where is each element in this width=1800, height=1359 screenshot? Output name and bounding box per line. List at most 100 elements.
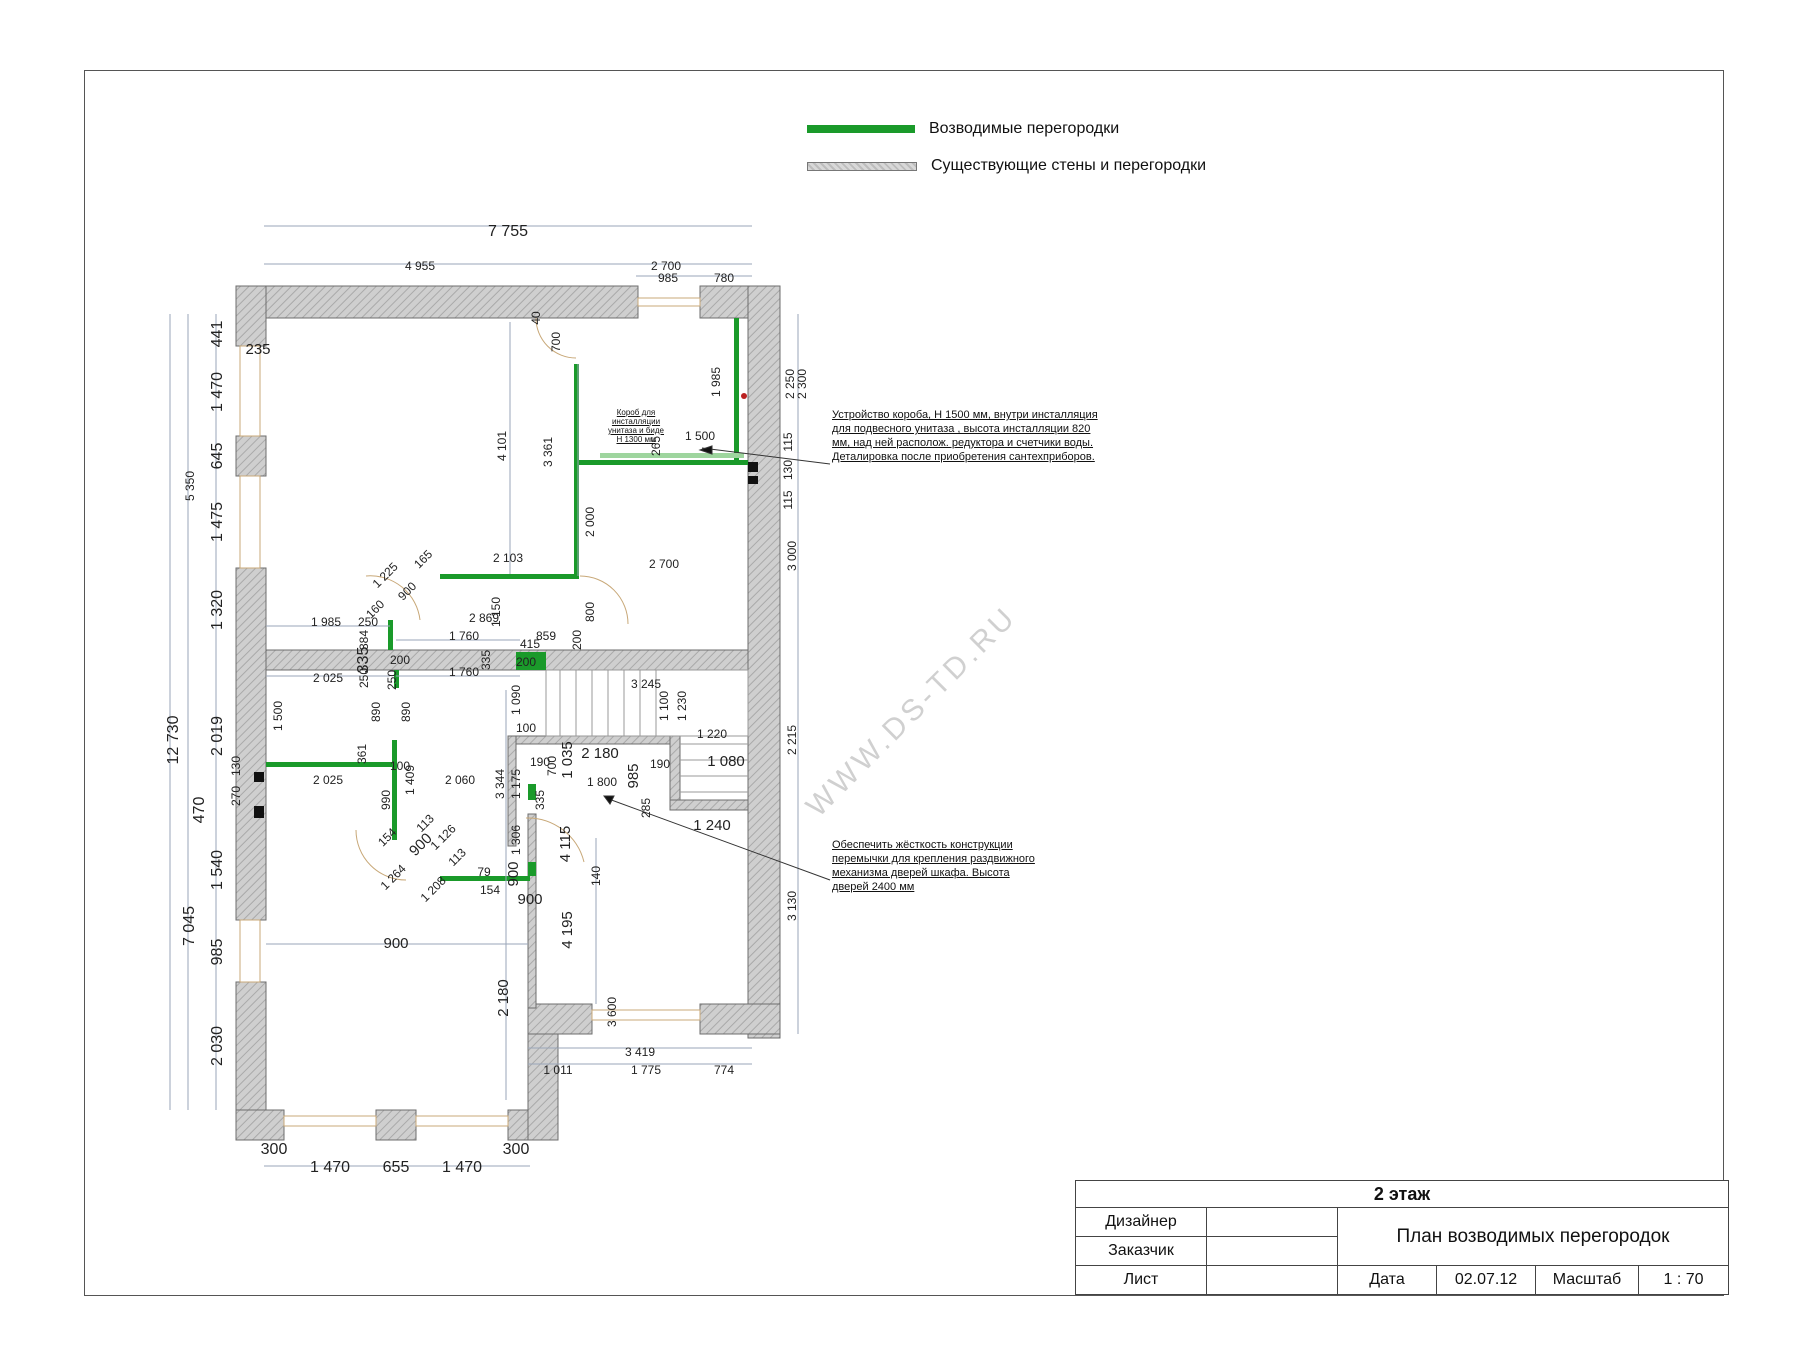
partition-block	[516, 652, 546, 670]
wall-bottom-right-2	[699, 1003, 781, 1035]
sheet-label: Лист	[1075, 1265, 1207, 1295]
interior-dimension: 270	[229, 786, 243, 806]
existing-walls	[235, 285, 781, 1141]
interior-dimension: 415	[520, 637, 540, 651]
door-wc	[535, 317, 577, 359]
wall-stair-bottom	[669, 799, 749, 811]
interior-dimension: 100	[390, 759, 410, 773]
interior-dimension: 1 800	[587, 775, 617, 789]
interior-dimension: 361	[355, 744, 369, 764]
drawing-title: План возводимых перегородок	[1337, 1207, 1729, 1266]
legend-new-swatch	[807, 125, 915, 133]
interior-dimension: 985	[625, 763, 642, 788]
dim-left-7045: 7 045	[181, 906, 198, 946]
interior-dimension: 2 180	[581, 745, 619, 762]
interior-dimension: 200	[390, 653, 410, 667]
leader-lines	[603, 445, 831, 881]
door-bedroom	[525, 817, 585, 863]
riser	[254, 772, 264, 782]
dim-bottom-3419: 3 419	[625, 1045, 655, 1059]
interior-dimension: 200	[570, 630, 584, 650]
note-line: для подвесного унитаза , высота инсталля…	[832, 423, 1091, 435]
interior-dimension: 165	[411, 547, 435, 571]
box-label: Короб для инсталляции унитаза и биде Н 1…	[596, 408, 676, 444]
interior-dimension: 40	[529, 311, 543, 325]
dim-top-left: 4 955	[405, 259, 435, 273]
interior-dimension: 3 344	[493, 769, 507, 799]
interior-dimension: 200	[516, 655, 536, 669]
note-line: перемычки для крепления раздвижного	[832, 853, 1035, 865]
interior-dimension: 100	[516, 721, 536, 735]
dim-bottom-1470a: 1 470	[310, 1159, 350, 1176]
interior-dimension: 1 035	[559, 741, 576, 779]
client-value	[1206, 1236, 1338, 1266]
new-partitions	[266, 318, 748, 881]
dim-right-3000: 3 000	[785, 541, 799, 571]
dim-left-5350: 5 350	[183, 471, 197, 501]
date-label: Дата	[1337, 1265, 1437, 1295]
dim-bottom-774: 774	[714, 1063, 734, 1077]
dim-left-645: 645	[209, 443, 226, 470]
interior-dimension: 1 985	[311, 615, 341, 629]
box-label-line: Н 1300 мм	[616, 435, 656, 444]
interior-dimension: 2 180	[495, 979, 512, 1017]
interior-dimension: 859	[536, 629, 556, 643]
partition-horizontal-top	[440, 574, 579, 579]
interior-dimension: 3 361	[541, 437, 555, 467]
riser	[748, 476, 758, 484]
interior-dimension: 250	[358, 615, 378, 629]
interior-dimension: 1 225	[370, 559, 401, 590]
dim-top-right: 2 700	[651, 259, 681, 273]
partition-wc	[574, 460, 748, 465]
riser	[748, 462, 758, 472]
interior-dimension: 1 080	[707, 753, 745, 770]
interior-dimension: 1 409	[403, 765, 417, 795]
interior-dimension: 4 101	[495, 431, 509, 461]
date-value: 02.07.12	[1436, 1265, 1536, 1295]
window-bottom-2	[415, 1115, 509, 1127]
interior-dimension: 1 500	[685, 429, 715, 443]
note-line: Устройство короба, Н 1500 мм, внутри инс…	[832, 409, 1098, 421]
interior-dimension: 2 869	[469, 611, 499, 625]
interior-dimension: 250	[385, 670, 399, 690]
wall-step-2	[527, 1003, 593, 1035]
wall-corridor	[265, 649, 749, 671]
window-bottom-3	[591, 1009, 701, 1021]
dim-left-335: 335	[355, 647, 372, 674]
dim-right-2215: 2 215	[785, 725, 799, 755]
interior-dimension: 700	[545, 756, 559, 776]
wall-left-3	[235, 567, 267, 921]
interior-dimension: 1 306	[509, 825, 523, 855]
arrowhead-icon	[698, 445, 713, 455]
interior-dimension: 2 025	[313, 773, 343, 787]
interior-dimension: 1 100	[657, 691, 671, 721]
pipe-marker	[741, 393, 747, 399]
interior-dimension: 1 760	[449, 629, 479, 643]
interior-dimension: 1 500	[271, 701, 285, 731]
interior-dimension: 2 103	[493, 551, 523, 565]
doors	[355, 317, 629, 881]
interior-dimension: 800	[583, 602, 597, 622]
interior-dimension: 335	[533, 790, 547, 810]
interior-dimension: 190	[530, 755, 550, 769]
interior-dimension: 113	[413, 811, 437, 835]
partition-stub-1	[388, 620, 393, 650]
note-line: механизма дверей шкафа. Высота	[832, 867, 1010, 879]
interior-dimension: 4 195	[559, 911, 576, 949]
legend-existing-swatch	[807, 161, 917, 171]
interior-dimension: 245	[0, 0, 10, 3]
wall-right	[747, 285, 781, 1039]
interior-dimension: 130	[229, 756, 243, 776]
interior-dimension: 335	[479, 650, 493, 670]
wall-closet	[507, 735, 517, 847]
interior-dimension: 700	[549, 332, 563, 352]
dim-top-780: 780	[714, 271, 734, 285]
door-bath	[579, 575, 629, 625]
interior-dimension: 190	[650, 757, 670, 771]
dim-top-total: 7 755	[488, 223, 528, 240]
interior-dimension: 890	[399, 702, 413, 722]
wall-left-2	[235, 435, 267, 477]
staircase	[545, 669, 749, 793]
